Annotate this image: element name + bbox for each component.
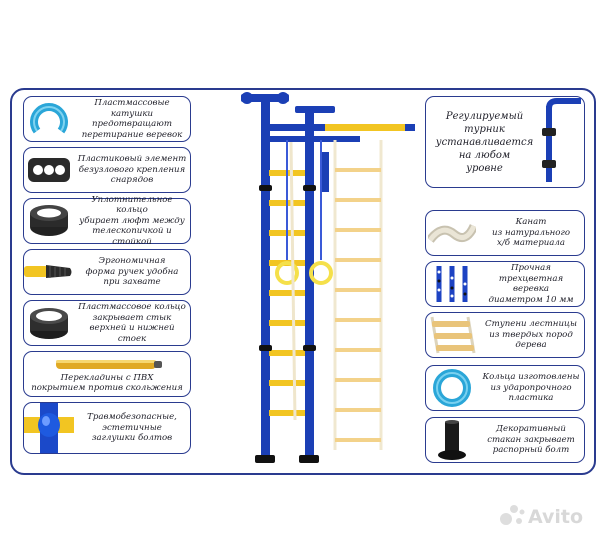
feature-card-bolt-cap: Травмобезопасные, эстетичные заглушки бо…	[23, 402, 191, 454]
feature-card-tricolor-rope: Прочная трехцветная веревка диаметром 10…	[425, 261, 585, 307]
feature-card-sealing-ring: Уплотнительное кольцо убирает люфт между…	[23, 195, 191, 247]
feature-text: Регулируемый турник устанавливается на л…	[435, 110, 534, 174]
tricolor-rope-icon	[426, 262, 478, 306]
cotton-rope-icon	[426, 211, 478, 255]
feature-text: Травмобезопасные, эстетичные заглушки бо…	[87, 412, 177, 444]
svg-text:Avito: Avito	[528, 506, 583, 528]
wooden-steps-icon	[426, 313, 478, 357]
ergonomic-handle-icon	[24, 250, 74, 294]
feature-card-decorative-cup: Декоративный стакан закрывает распорный …	[425, 417, 585, 463]
feature-text: Декоративный стакан закрывает распорный …	[487, 424, 575, 456]
pvc-crossbar-icon	[54, 356, 164, 372]
knotless-mount-icon	[24, 148, 74, 192]
adjustable-bar-icon	[538, 97, 584, 187]
feature-card-cotton-rope: Канат из натурального х/б материала	[425, 210, 585, 256]
joint-ring-icon	[24, 301, 74, 345]
bolt-cap-icon	[24, 403, 74, 453]
feature-text: Пластмассовые катушки предотвращают пере…	[81, 98, 183, 140]
feature-text: Канат из натурального х/б материала	[492, 217, 570, 249]
feature-card-pvc-crossbar: Перекладины с ПВХ покрытием против сколь…	[23, 351, 191, 397]
feature-text: Прочная трехцветная веревка диаметром 10…	[488, 263, 574, 305]
wall-bars-illustration	[241, 92, 415, 463]
feature-card-knotless-mount: Пластиковый элемент безузлового креплени…	[23, 147, 191, 193]
feature-card-ergonomic-handle: Эргономичная форма ручек удобна при захв…	[23, 249, 191, 295]
plastic-ring-icon	[426, 366, 478, 410]
feature-text: Уплотнительное кольцо убирает люфт между…	[79, 194, 185, 247]
feature-text: Перекладины с ПВХ покрытием против сколь…	[31, 372, 183, 394]
feature-card-adjustable-bar: Регулируемый турник устанавливается на л…	[425, 96, 585, 188]
feature-card-wooden-steps: Ступени лестницы из твердых пород дерева	[425, 312, 585, 358]
decorative-cup-icon	[426, 418, 478, 462]
feature-text: Эргономичная форма ручек удобна при захв…	[85, 256, 179, 288]
avito-watermark-logo: Avito	[500, 505, 583, 528]
feature-card-plastic-reels: Пластмассовые катушки предотвращают пере…	[23, 96, 191, 142]
plastic-reel-icon	[24, 97, 74, 141]
feature-text: Пластиковый элемент безузлового креплени…	[77, 154, 187, 186]
feature-card-plastic-rings: Кольца изготовлены из ударопрочного плас…	[425, 365, 585, 411]
feature-text: Пластмассовое кольцо закрывает стык верх…	[78, 302, 186, 344]
feature-text: Ступени лестницы из твердых пород дерева	[485, 319, 577, 351]
feature-text: Кольца изготовлены из ударопрочного плас…	[482, 372, 580, 404]
feature-card-joint-ring: Пластмассовое кольцо закрывает стык верх…	[23, 300, 191, 346]
sealing-ring-icon	[24, 199, 74, 243]
